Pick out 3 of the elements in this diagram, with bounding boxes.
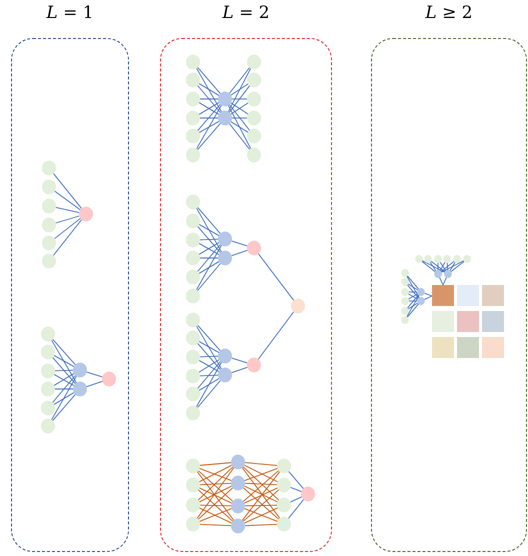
panel-title: L = 2 [222, 2, 270, 25]
panel-title: L = 1 [46, 2, 94, 25]
panel-title: L ≥ 2 [425, 2, 473, 25]
